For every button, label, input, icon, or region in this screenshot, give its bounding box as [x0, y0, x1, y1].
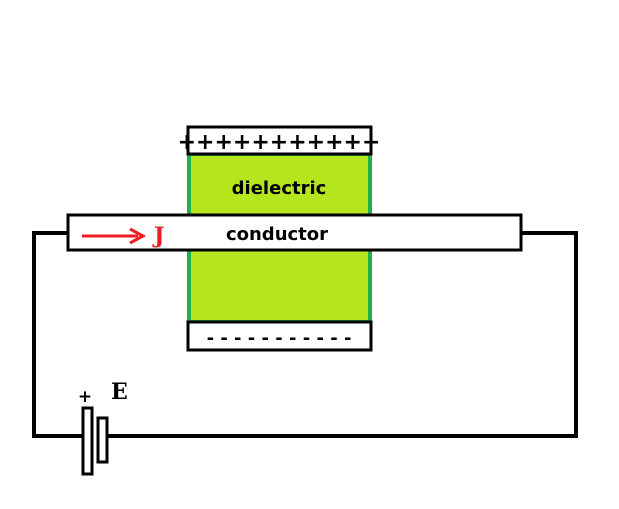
- conductor-label: conductor: [226, 224, 328, 245]
- circuit-wire: [32, 231, 578, 438]
- top-plate-charges: +++++++++++: [178, 130, 381, 155]
- current-density-label: J: [152, 223, 164, 249]
- conductor-bar: [66, 213, 523, 252]
- bottom-plate: [186, 320, 373, 352]
- battery-plus-label: +: [78, 387, 92, 407]
- wire-left: [32, 231, 86, 438]
- emf-label: E: [111, 379, 128, 405]
- battery-long-plate: [81, 406, 94, 476]
- wire-right: [106, 231, 578, 438]
- dielectric-label: dielectric: [232, 178, 327, 199]
- top-plate: [186, 125, 373, 156]
- current-arrow-icon: [82, 227, 147, 245]
- battery-icon: [81, 406, 109, 476]
- battery-short-plate: [96, 416, 109, 464]
- bottom-plate-charges: - - - - - - - - - - -: [207, 328, 352, 349]
